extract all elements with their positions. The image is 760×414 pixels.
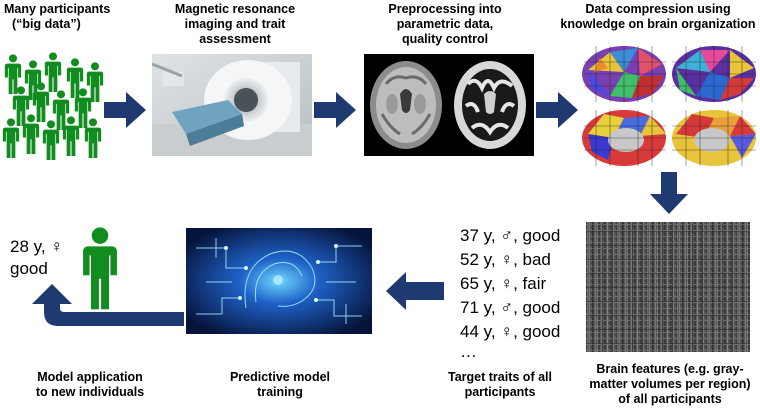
application-caption: Model application to new individuals [35,370,145,399]
right-arrow [104,92,146,128]
person-icon [52,90,70,130]
mri-caption: Magnetic resonance imaging and trait ass… [174,2,296,46]
participants-crowd [2,52,104,160]
preprocessing-caption: Preprocessing into parametric data, qual… [388,2,502,46]
new-individual-age-sex: 28 y, ♀ [10,237,64,256]
trait-row: 52 y, ♀, bad [460,250,551,269]
trait-row: 37 y, ♂, good [460,226,561,245]
person-icon [44,52,62,92]
feature-matrix-image [586,222,750,352]
compression-caption: Data compression using knowledge on brai… [560,2,756,31]
left-arrow [386,272,444,310]
brain-slice-image [364,54,534,156]
mri-scanner-illustration [152,54,312,156]
person-icon [86,62,104,102]
trait-row: 44 y, ♀, good [460,322,561,341]
down-arrow [650,172,688,214]
parcellated-brain-image [582,46,756,166]
right-arrow [536,92,578,128]
trait-row: 65 y, ♀, fair [460,274,547,293]
participants-caption: Many participants (“big data”) [4,2,111,31]
right-arrow [314,92,356,128]
trait-row: … [460,342,477,361]
trait-row: 71 y, ♂, good [460,298,561,317]
traits-caption: Target traits of all participants [448,370,552,399]
features-caption: Brain features (e.g. gray- matter volume… [589,362,751,406]
training-caption: Predictive model training [229,370,331,399]
ai-brain-image [186,228,372,334]
u-turn-arrow [32,284,184,326]
new-individual-trait: good [10,259,48,278]
